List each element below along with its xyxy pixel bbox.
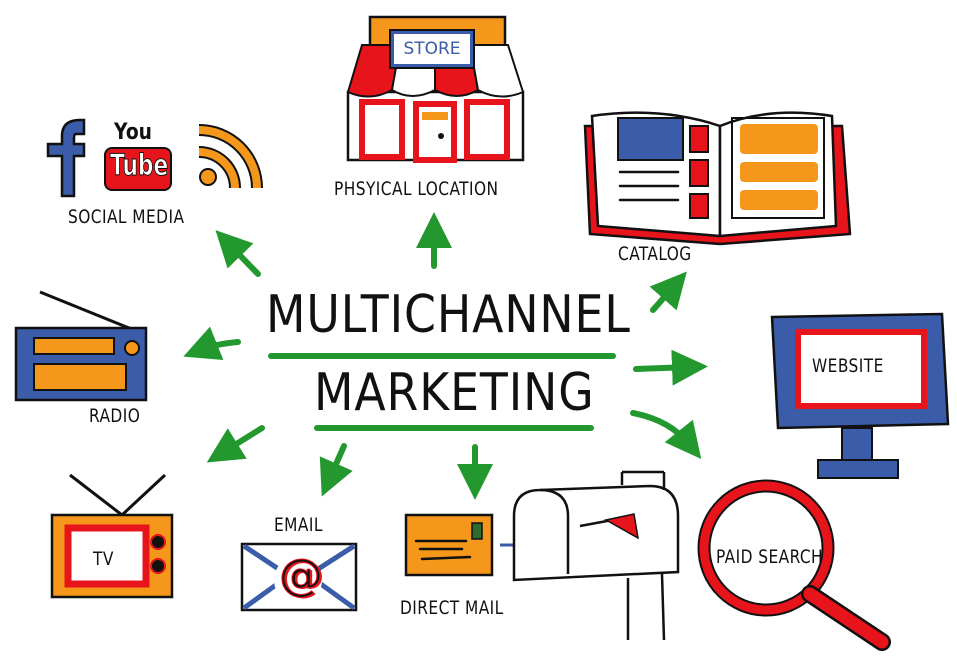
label-social-media: SOCIAL MEDIA: [68, 206, 185, 228]
title-underline-2: [314, 425, 594, 431]
youtube-icon: You Tube: [104, 120, 172, 192]
at-symbol: @: [279, 550, 324, 601]
arrow-email: [319, 443, 353, 497]
label-tv: TV: [93, 548, 114, 570]
store-sign: STORE: [389, 29, 475, 69]
facebook-icon: [46, 118, 86, 198]
label-radio: RADIO: [89, 405, 141, 427]
envelope-icon: [240, 542, 358, 612]
label-catalog: CATALOG: [618, 243, 692, 265]
rss-icon: [198, 124, 263, 189]
title-underline-1: [268, 353, 616, 359]
label-website: WEBSITE: [812, 355, 884, 377]
arrow-website: [633, 349, 708, 386]
arrow-paid-search: [630, 410, 702, 460]
arrow-radio: [183, 326, 241, 361]
letter-icon: [404, 513, 494, 577]
monitor-icon: [770, 312, 950, 479]
radio-icon: [14, 290, 148, 402]
title-line-2: MARKETING: [314, 363, 595, 423]
label-physical-location: PHSYICAL LOCATION: [334, 178, 499, 200]
label-direct-mail: DIRECT MAIL: [400, 597, 504, 619]
label-paid-search: PAID SEARCH: [716, 546, 824, 568]
label-email: EMAIL: [274, 514, 323, 536]
catalog-icon: [583, 111, 852, 246]
mailbox-icon: [500, 470, 680, 641]
arrow-tv: [206, 425, 265, 463]
title-line-1: MULTICHANNEL: [266, 285, 631, 345]
arrow-catalog: [649, 271, 687, 313]
magnifier-icon: [697, 479, 891, 651]
tv-icon: [50, 473, 174, 599]
arrow-social-media: [215, 230, 261, 277]
